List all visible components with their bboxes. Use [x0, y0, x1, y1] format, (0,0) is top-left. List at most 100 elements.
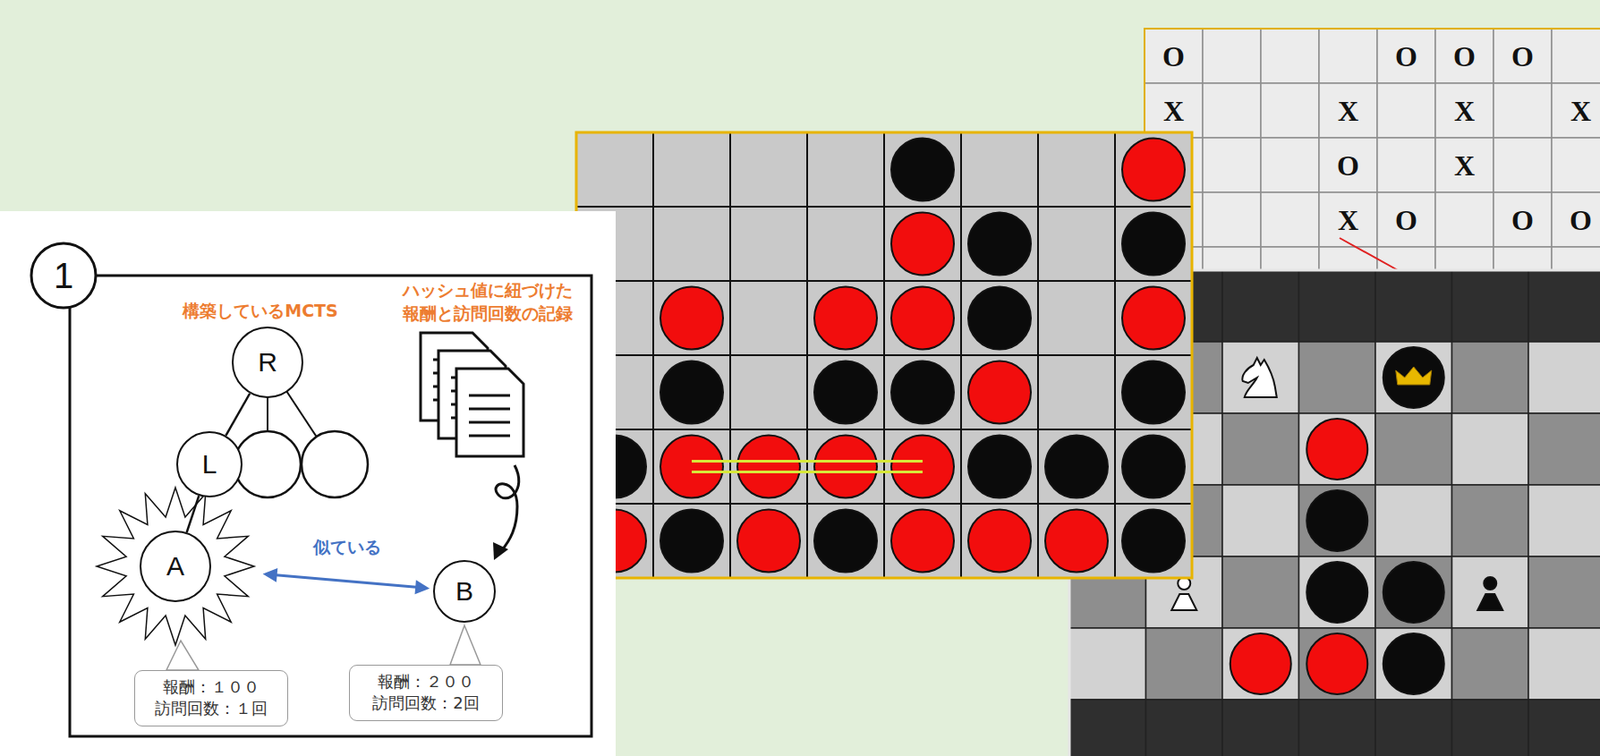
grid-cell — [1493, 192, 1552, 247]
node-letter: B — [455, 576, 474, 607]
chess-cell — [1299, 699, 1377, 756]
chess-cell — [1299, 485, 1377, 557]
board-cell — [807, 132, 885, 207]
grid-cell — [1551, 192, 1600, 247]
chess-cell — [1452, 628, 1530, 700]
board-cell — [807, 280, 885, 356]
board-cell — [653, 132, 731, 207]
panel-frame — [69, 275, 592, 737]
callout-text: 訪問回数：１回 — [142, 697, 281, 720]
starburst — [96, 487, 255, 646]
pawn-body — [1477, 594, 1503, 611]
callout-text: 訪問回数：2回 — [357, 692, 495, 715]
black-disc — [1122, 510, 1185, 573]
chess-cell — [1222, 485, 1300, 557]
red-disc — [660, 287, 724, 350]
callout-number: 1 — [53, 255, 74, 297]
crown-disc — [1383, 347, 1445, 409]
black-disc — [814, 361, 877, 425]
board-cell — [1114, 206, 1192, 281]
chess-cell — [1299, 341, 1377, 414]
board-cell — [730, 132, 808, 207]
edge-line — [225, 393, 250, 436]
document-line — [468, 421, 511, 425]
grid-cell — [1551, 137, 1600, 193]
grid-cell — [1377, 28, 1436, 84]
curly-arrow — [495, 465, 520, 552]
chess-cell — [1299, 628, 1377, 700]
grid-cell — [1377, 137, 1436, 193]
grid-cell — [1319, 137, 1378, 193]
document-icon — [456, 368, 524, 457]
black-disc — [1306, 490, 1368, 552]
grid-mark: O — [1453, 39, 1476, 73]
document-line — [468, 408, 511, 411]
board-cell — [1038, 280, 1115, 356]
grid-mark: O — [1336, 148, 1360, 182]
board-cell — [961, 355, 1039, 430]
chess-cell — [1375, 270, 1453, 342]
grid-mark: O — [1511, 203, 1534, 237]
grid-cell — [1377, 83, 1436, 138]
chess-cell — [1222, 556, 1300, 629]
board-cell — [884, 355, 962, 430]
red-disc — [737, 510, 800, 573]
tree-node-empty — [301, 431, 368, 498]
board-cell — [730, 355, 808, 430]
red-disc — [891, 212, 954, 276]
grid-mark: X — [1337, 93, 1359, 128]
tree-edge — [225, 393, 250, 436]
chess-cell — [1299, 556, 1377, 629]
chess-cell — [1299, 270, 1377, 342]
board-cell — [884, 132, 962, 207]
grid-cell — [1377, 192, 1436, 247]
grid-cell — [1435, 192, 1494, 247]
grid-cell — [1260, 192, 1320, 247]
grid-mark: X — [1454, 148, 1475, 182]
edge-label: 似ている — [310, 536, 384, 560]
black-disc — [1383, 633, 1445, 695]
black-disc — [1122, 212, 1185, 276]
grid-cell — [1144, 83, 1203, 138]
grid-cell — [1319, 28, 1378, 84]
node-letter: R — [257, 347, 278, 378]
callout-circle — [31, 243, 96, 308]
chess-cell — [1375, 485, 1453, 557]
grid-mark: O — [1395, 203, 1418, 237]
tree-node-empty — [234, 431, 301, 498]
board-cell — [961, 280, 1039, 356]
chess-cell — [1452, 341, 1530, 414]
red-disc — [891, 287, 954, 350]
red-disc — [891, 435, 954, 499]
board-cell — [961, 132, 1039, 207]
grid-cell — [1260, 137, 1320, 193]
board-cell — [807, 355, 885, 430]
tree-node: L — [176, 431, 243, 498]
chess-cell — [1528, 485, 1600, 557]
chess-cell — [1375, 341, 1453, 414]
pawn-body — [1171, 594, 1197, 611]
board-cell — [884, 503, 962, 579]
chess-cell — [1222, 341, 1300, 414]
black-disc — [1306, 561, 1368, 623]
board-cell — [1038, 503, 1115, 579]
black-disc — [1122, 435, 1185, 499]
edge-line — [187, 495, 200, 533]
chess-cell — [1222, 270, 1300, 342]
record-caption: ハッシュ値に紐づけた 報酬と訪問回数の記録 — [392, 279, 583, 325]
edge-line — [273, 575, 420, 588]
grid-cell — [1202, 137, 1261, 193]
grid-cell — [1260, 83, 1320, 138]
black-disc — [968, 435, 1031, 499]
node-letter: A — [166, 551, 185, 582]
chess-cell — [1528, 628, 1600, 700]
grid-cell — [1493, 137, 1552, 193]
black-disc — [968, 212, 1031, 276]
chess-cell — [1528, 341, 1600, 414]
chess-cell — [1452, 413, 1530, 486]
board-cell — [1038, 429, 1115, 504]
red-disc — [1306, 633, 1368, 695]
board-cell — [1114, 132, 1192, 207]
callout-tail — [450, 625, 481, 665]
